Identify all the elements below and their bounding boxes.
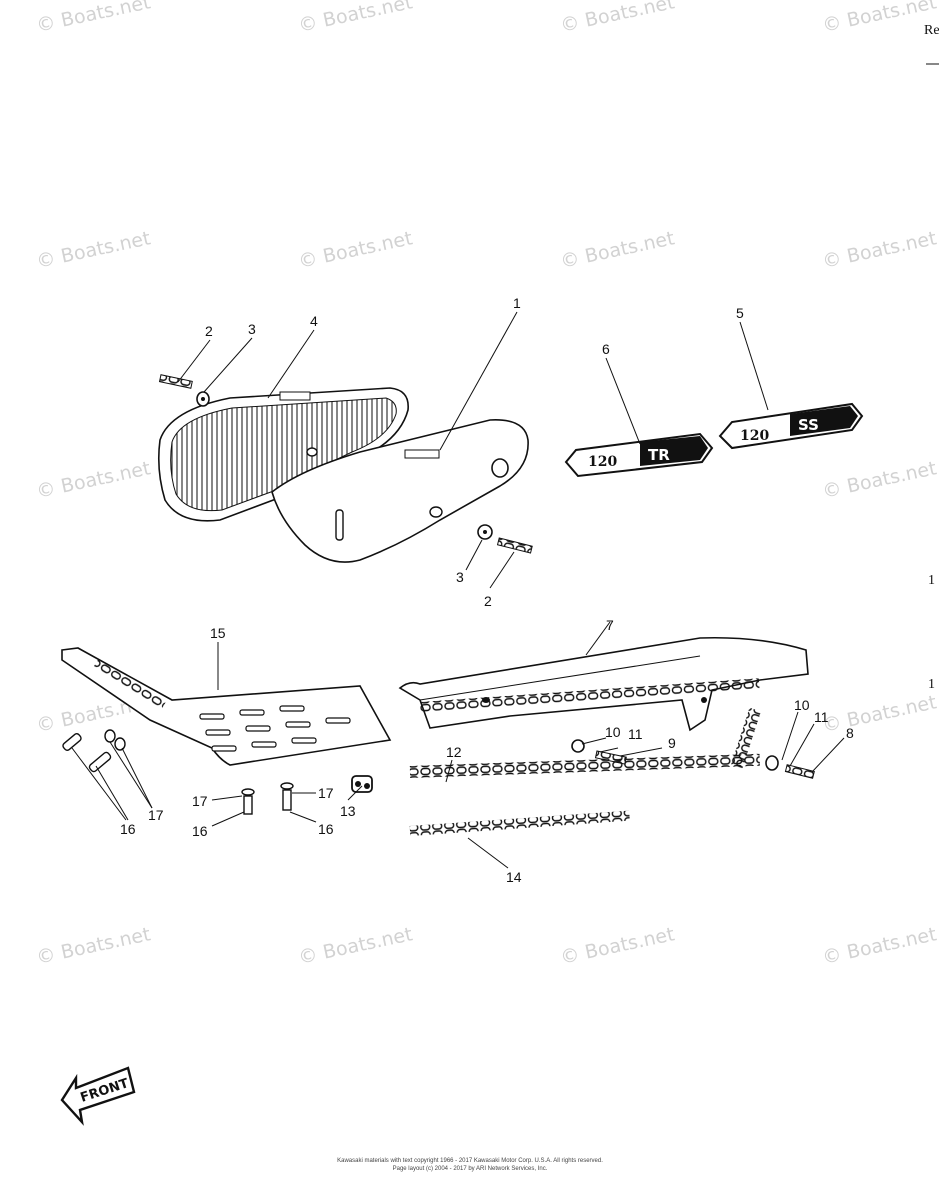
skid-plate-part-15 [61,647,392,766]
watermark: © Boats.net [34,923,152,969]
callout-12: 12 [446,744,462,760]
front-arrow: FRONT [60,1066,136,1126]
watermark: © Boats.net [820,0,938,37]
callout-8: 8 [846,725,854,741]
emblem-number: 120 [588,454,617,470]
callout-16-middle: 16 [192,823,208,839]
copyright-line-2: Page layout (c) 2004 - 2017 by ARI Netwo… [392,1166,548,1172]
watermark: © Boats.net [296,227,414,273]
callout-labels: 1 2 3 4 5 6 2 3 7 8 9 10 10 11 11 12 13 … [120,295,854,885]
callout-4: 4 [310,313,318,329]
callout-7: 7 [606,617,614,633]
bolt-part-8 [784,764,815,779]
watermark: © Boats.net [820,923,938,969]
watermark: © Boats.net [820,227,938,273]
drive-chain-part-12 [409,678,761,778]
chain-part-14 [409,810,630,836]
watermark: © Boats.net [296,923,414,969]
master-link-part-13 [351,775,373,793]
callout-17-left: 17 [148,807,164,823]
callout-1: 1 [513,295,521,311]
callout-17-middle: 17 [192,793,208,809]
callout-3: 3 [248,321,256,337]
screw-part-2-lower [496,537,533,554]
watermark: © Boats.net [558,227,676,273]
emblem-letters: TR [648,446,670,464]
bolt-part-16-middle [241,782,294,815]
copyright-line-1: Kawasaki materials with text copyright 1… [337,1158,603,1164]
washer-part-3 [196,391,210,407]
washer-part-3-lower [477,524,493,540]
callout-2: 2 [205,323,213,339]
bolt-part-9 [594,750,627,765]
watermark: © Boats.net [296,0,414,37]
callout-17-right: 17 [318,785,334,801]
callout-6: 6 [602,341,610,357]
screw-part-2 [158,374,193,389]
bolt-part-16 [62,733,112,773]
watermark: © Boats.net [34,227,152,273]
emblem-number: 120 [740,428,769,444]
callout-11-right: 11 [814,709,829,725]
callout-5: 5 [736,305,744,321]
washer-part-10 [571,739,779,771]
callout-13: 13 [340,803,356,819]
callout-3-lower: 3 [456,569,464,585]
callout-15: 15 [210,625,226,641]
callout-16-left: 16 [120,821,136,837]
emblem-letters: SS [798,416,819,434]
callout-2-lower: 2 [484,593,492,609]
callout-10: 10 [605,724,621,740]
edge-label: Re [924,23,939,38]
emblem-ss-part-5: 120 SS [718,402,864,450]
side-cover-grille-part-4 [158,387,409,522]
washer-part-17 [104,729,126,751]
watermark: © Boats.net [820,691,938,737]
callout-10-right: 10 [794,697,810,713]
callout-14: 14 [506,869,522,885]
callout-11: 11 [628,726,643,742]
watermark: © Boats.net [558,0,676,37]
leader-lines [71,311,845,869]
watermark: © Boats.net [558,923,676,969]
watermark: © Boats.net [820,457,938,503]
watermark: © Boats.net [34,457,152,503]
callout-16-right: 16 [318,821,334,837]
callout-9: 9 [668,735,676,751]
edge-label: 1 [928,677,935,692]
emblem-tr-part-6: 120 TR [564,432,714,478]
edge-label: 1 [928,573,935,588]
watermark: © Boats.net [34,0,152,37]
side-cover-part-1 [271,419,529,563]
